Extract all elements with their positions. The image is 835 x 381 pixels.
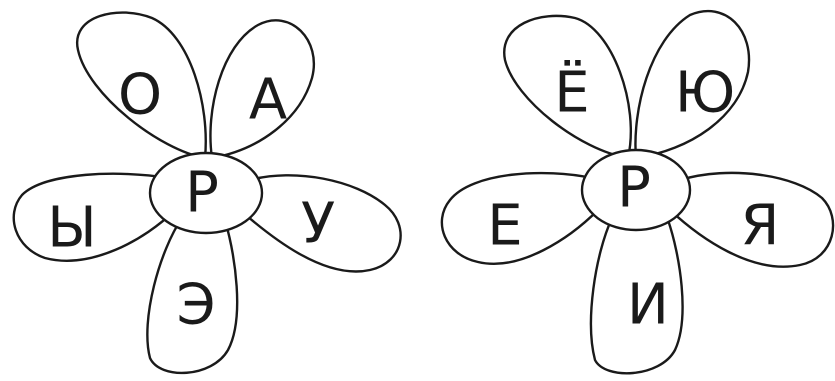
flower-left-petal-letter-3: Ы <box>47 196 96 261</box>
flower-left-petal-letter-1: О <box>118 63 162 128</box>
flower-left-petal-letter-5: Э <box>176 273 215 338</box>
flower-left-petal-letter-2: А <box>249 68 287 133</box>
flower-right: Ё Ю Е Я И Р <box>442 11 833 373</box>
flower-right-petal-letter-1: Ё <box>554 61 589 126</box>
flower-right-petal-letter-3: Е <box>487 194 522 259</box>
flower-left-center-letter: Р <box>185 161 219 226</box>
flower-left: О А Ы У Э Р <box>14 13 401 373</box>
flower-right-petal-letter-5: И <box>627 273 669 338</box>
flower-right-petal-letter-4: Я <box>741 194 780 259</box>
flower-left-petal-letter-4: У <box>301 192 335 257</box>
flower-right-petal-letter-2: Ю <box>675 61 735 126</box>
flower-right-center-letter: Р <box>617 156 651 221</box>
